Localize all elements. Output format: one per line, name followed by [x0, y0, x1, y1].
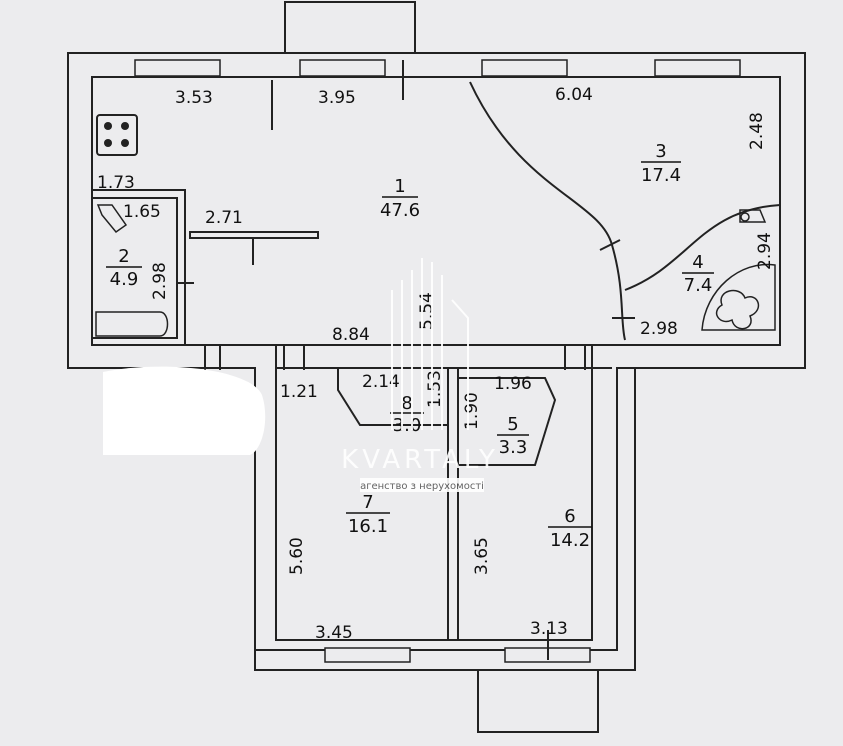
- door-marks: [176, 60, 635, 660]
- curved-wall-room-4: [624, 204, 781, 291]
- svg-text:8: 8: [401, 393, 412, 414]
- kitchen-partition: [189, 231, 319, 239]
- dimension-label: 3.53: [175, 88, 213, 108]
- watermark-logo-icon: [391, 258, 469, 430]
- room-5-wall: [458, 377, 557, 466]
- bottom-balcony: [477, 669, 599, 733]
- svg-text:3.0: 3.0: [393, 415, 422, 436]
- svg-text:1: 1: [394, 176, 405, 197]
- svg-text:4: 4: [692, 252, 703, 273]
- dimension-label: 5.60: [287, 537, 307, 575]
- svg-text:47.6: 47.6: [380, 200, 420, 221]
- redaction-patch: [103, 366, 266, 455]
- dimension-label: 2.98: [640, 319, 678, 339]
- dimension-label: 1.21: [280, 382, 318, 402]
- svg-text:7.4: 7.4: [684, 275, 713, 296]
- walls: [67, 52, 806, 671]
- svg-text:6: 6: [564, 506, 575, 527]
- window: [481, 59, 568, 77]
- dimension-label: 3.65: [472, 537, 492, 575]
- dimension-label: 6.04: [555, 85, 593, 105]
- dimension-label: 1.53: [425, 370, 445, 408]
- svg-text:5: 5: [507, 414, 518, 435]
- room-label-3: 3 17.4: [641, 141, 681, 186]
- dimension-label: 1.65: [123, 202, 161, 222]
- window: [324, 647, 411, 663]
- bathtub-icon: [95, 204, 169, 337]
- watermark-brand: KVARTALY: [341, 445, 499, 475]
- room-label-2: 2 4.9: [106, 246, 142, 290]
- dimension-label: 2.94: [755, 232, 775, 270]
- room-8-wall: [337, 368, 448, 426]
- room-label-4: 4 7.4: [682, 252, 714, 296]
- dimension-label: 8.84: [332, 325, 370, 345]
- dimension-label: 1.90: [462, 392, 482, 430]
- dimension-label: 3.45: [315, 623, 353, 643]
- svg-text:3: 3: [655, 141, 666, 162]
- svg-text:16.1: 16.1: [348, 516, 388, 537]
- svg-text:3.3: 3.3: [499, 437, 528, 458]
- lower-outer-wall: [254, 368, 636, 671]
- room-label-5: 5 3.3: [497, 414, 529, 458]
- watermark-tagline: агенство з нерухомості: [360, 480, 484, 492]
- dimension-label: 2.14: [362, 372, 400, 392]
- dimension-label: 2.71: [205, 208, 243, 228]
- dimension-label: 1.96: [494, 374, 532, 394]
- svg-text:7: 7: [362, 492, 373, 513]
- room-label-6: 6 14.2: [548, 506, 592, 551]
- room-label-7: 7 16.1: [346, 492, 390, 537]
- svg-text:2: 2: [118, 246, 129, 267]
- dimension-label: 1.73: [97, 173, 135, 193]
- svg-text:4.9: 4.9: [110, 269, 139, 290]
- dimension-label: 2.48: [747, 112, 767, 150]
- windows: [134, 59, 741, 663]
- agency-watermark: KVARTALY агенство з нерухомості: [341, 258, 499, 492]
- stove-icon: [96, 114, 138, 156]
- curved-wall-room-3: [469, 81, 626, 341]
- room-label-1: 1 47.6: [380, 176, 420, 221]
- watermark-tag-bg: [360, 478, 484, 492]
- toilet-icon: [701, 209, 776, 331]
- svg-text:14.2: 14.2: [550, 530, 590, 551]
- svg-text:17.4: 17.4: [641, 165, 681, 186]
- room-labels: 1 47.6 2 4.9 3 17.4 4 7.4 5 3.3 6 14.2: [106, 141, 714, 551]
- bathroom-inner-wall: [92, 197, 178, 339]
- dimension-label: 5.54: [417, 292, 437, 330]
- window: [654, 59, 741, 77]
- room-label-8: 8 3.0: [390, 393, 424, 436]
- top-balcony: [284, 1, 416, 54]
- dimension-label: 3.13: [530, 619, 568, 639]
- dimension-label: 2.98: [150, 262, 170, 300]
- window: [299, 59, 386, 77]
- dimension-label: 3.95: [318, 88, 356, 108]
- bathroom-wall: [92, 189, 186, 345]
- window: [134, 59, 221, 77]
- balconies: [284, 1, 599, 733]
